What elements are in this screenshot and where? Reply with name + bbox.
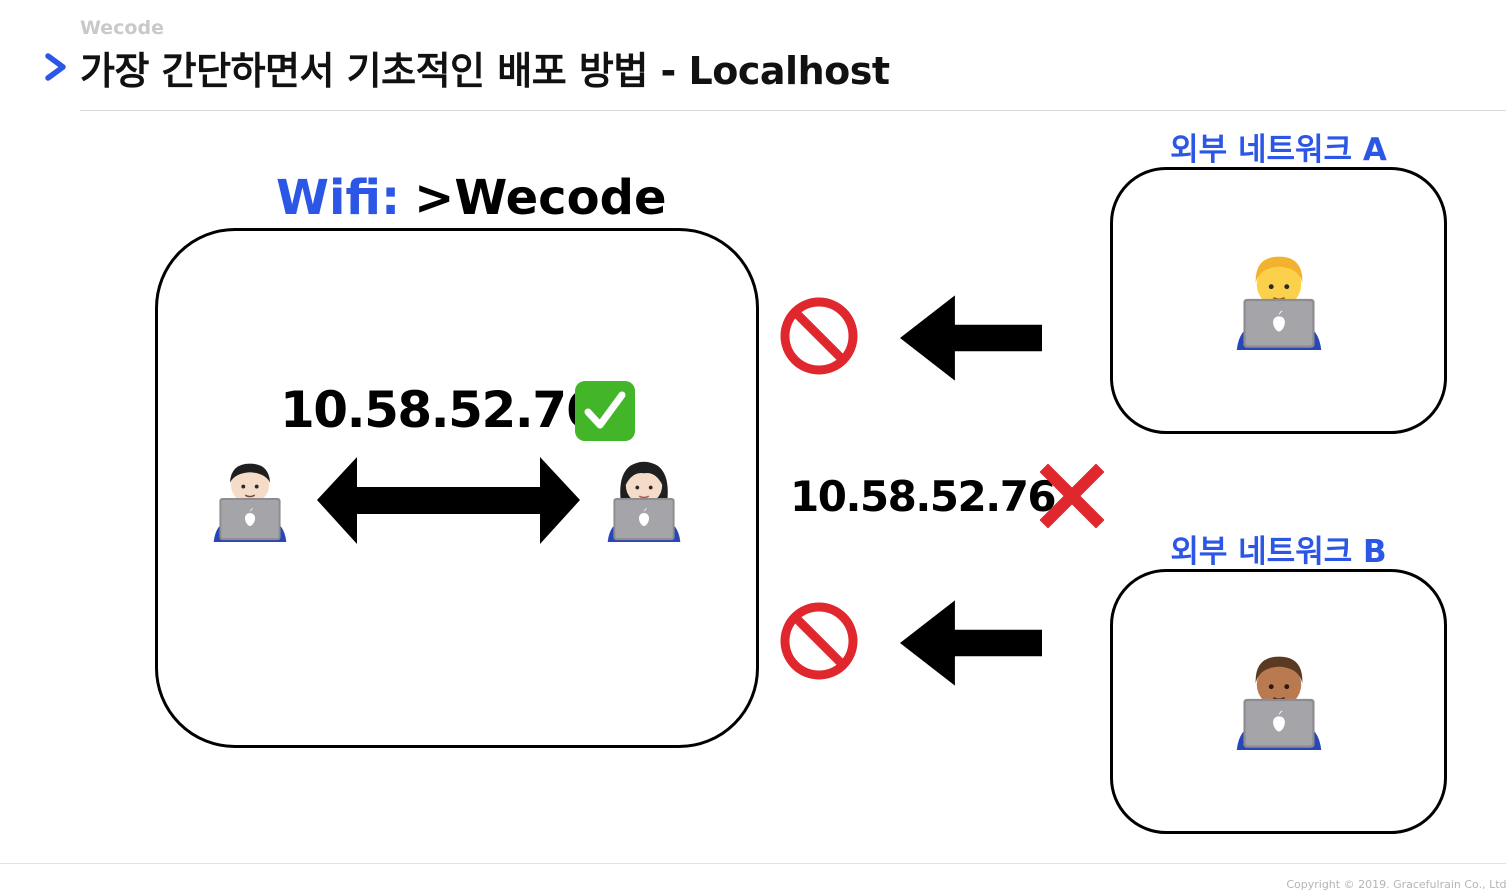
check-mark-icon xyxy=(575,381,635,441)
footer-divider xyxy=(0,863,1506,864)
no-entry-icon xyxy=(779,601,859,681)
network-a-box xyxy=(1110,167,1447,434)
blond-man-technologist-icon xyxy=(1232,256,1326,350)
brand-label: Wecode xyxy=(80,17,164,39)
left-arrow-icon xyxy=(900,294,1042,382)
local-ip-address: 10.58.52.76 xyxy=(280,381,600,439)
slide-title-row: 가장 간단하면서 기초적인 배포 방법 - Localhost xyxy=(44,42,890,93)
woman-technologist-icon xyxy=(603,461,685,542)
header-divider xyxy=(80,110,1506,111)
chevron-right-icon xyxy=(45,53,66,81)
wifi-name: >Wecode xyxy=(414,170,667,226)
network-b-label: 외부 네트워크 B xyxy=(1170,534,1387,570)
no-entry-icon xyxy=(779,296,859,376)
network-b-box xyxy=(1110,569,1447,834)
brown-man-technologist-icon xyxy=(1232,656,1326,750)
cross-mark-icon xyxy=(1040,464,1104,528)
local-network-box xyxy=(155,228,759,748)
network-a-label: 외부 네트워크 A xyxy=(1170,132,1387,168)
wifi-label: Wifi:>Wecode xyxy=(276,170,667,226)
external-ip-address: 10.58.52.76 xyxy=(790,472,1057,521)
man-technologist-icon xyxy=(209,463,291,542)
bidirectional-arrow-icon xyxy=(317,457,580,544)
slide-title: 가장 간단하면서 기초적인 배포 방법 - Localhost xyxy=(80,48,890,93)
left-arrow-icon xyxy=(900,599,1042,687)
wifi-key: Wifi: xyxy=(276,170,401,226)
copyright-text: Copyright © 2019. Gracefulrain Co., Ltd. xyxy=(1286,878,1506,891)
